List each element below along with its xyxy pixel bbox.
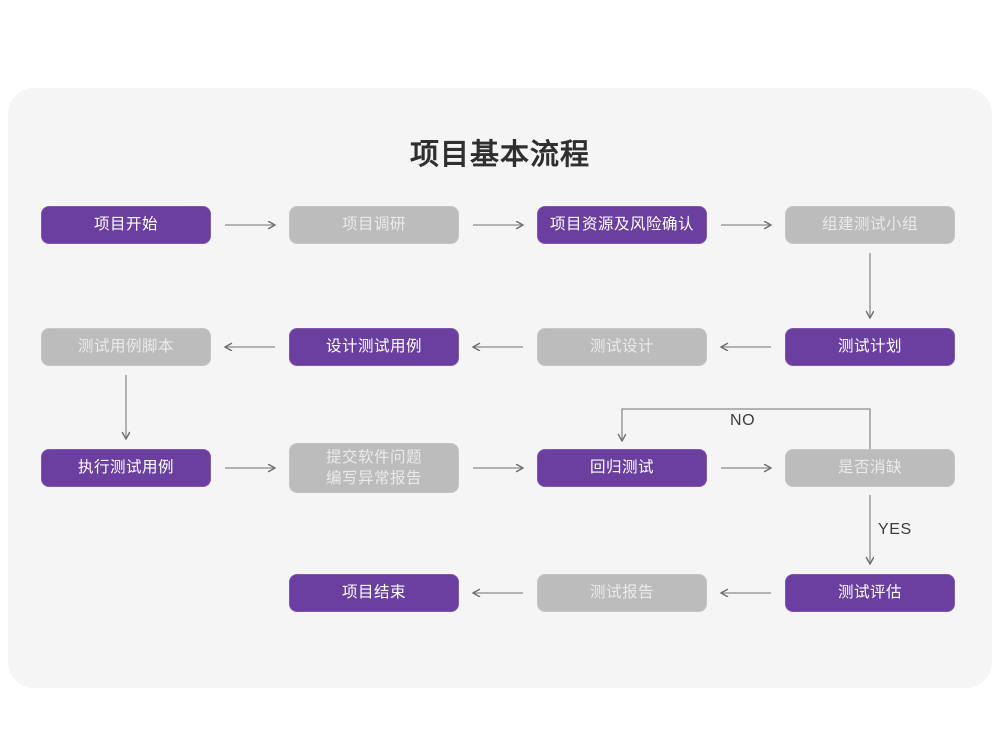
- node-project-research[interactable]: 项目调研: [289, 206, 459, 244]
- node-form-test-team[interactable]: 组建测试小组: [785, 206, 955, 244]
- node-test-design[interactable]: 测试设计: [537, 328, 707, 366]
- node-resource-risk-confirm[interactable]: 项目资源及风险确认: [537, 206, 707, 244]
- node-execute-test-case[interactable]: 执行测试用例: [41, 449, 211, 487]
- node-test-case-script[interactable]: 测试用例脚本: [41, 328, 211, 366]
- node-design-test-case[interactable]: 设计测试用例: [289, 328, 459, 366]
- edge-label-yes: YES: [878, 521, 912, 538]
- node-test-plan[interactable]: 测试计划: [785, 328, 955, 366]
- node-regression-test[interactable]: 回归测试: [537, 449, 707, 487]
- node-project-end[interactable]: 项目结束: [289, 574, 459, 612]
- node-submit-defect-report[interactable]: 提交软件问题 编写异常报告: [289, 443, 459, 493]
- edge-label-no: NO: [730, 412, 756, 429]
- page-title: 项目基本流程: [409, 139, 590, 171]
- node-project-start[interactable]: 项目开始: [41, 206, 211, 244]
- node-defect-resolved[interactable]: 是否消缺: [785, 449, 955, 487]
- node-test-report[interactable]: 测试报告: [537, 574, 707, 612]
- node-test-evaluation[interactable]: 测试评估: [785, 574, 955, 612]
